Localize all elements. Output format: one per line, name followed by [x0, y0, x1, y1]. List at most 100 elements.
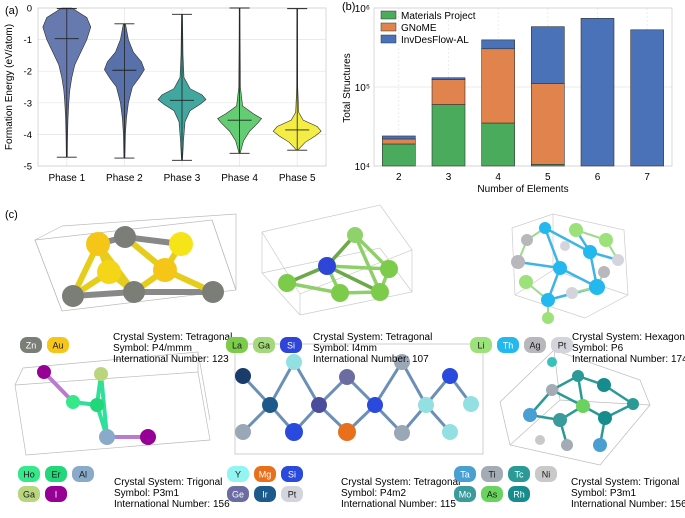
- element-chip-label: Tc: [515, 470, 525, 480]
- element-chip: [454, 486, 476, 502]
- element-chip-label: Y: [235, 470, 241, 480]
- element-chip-label: Li: [477, 341, 484, 351]
- element-chip: [280, 337, 302, 353]
- crystal-system-6: Crystal System: Trigonal: [571, 477, 679, 488]
- bar-segment: [481, 39, 515, 50]
- crystal-structure-6: [499, 349, 651, 466]
- bar-segment: [382, 135, 416, 140]
- violin-y-tick-label: -2: [24, 67, 32, 78]
- element-chip-label: As: [487, 490, 498, 500]
- bar-x-axis-label: Number of Elements: [477, 184, 568, 195]
- element-chip-label: Rh: [513, 490, 525, 500]
- element-chip-label: La: [232, 341, 242, 351]
- bar-segment: [481, 48, 515, 124]
- element-chip-label: Si: [287, 341, 295, 351]
- element-chip: [227, 466, 249, 482]
- panel-c: (c): [5, 204, 685, 510]
- element-chip: [481, 466, 503, 482]
- panel-label-c: (c): [5, 209, 18, 221]
- bar-x-tick-label: 4: [495, 172, 501, 183]
- element-chip: [254, 486, 276, 502]
- bar-x-tick-label: 2: [396, 172, 402, 183]
- panel-a: (a) 0-1-2-3-4-5 Formation Energy (eV/ato…: [4, 4, 327, 184]
- crystal-symbol-3: Symbol: P6: [572, 343, 624, 354]
- crystal-number-2: International Number: 107: [313, 354, 429, 365]
- bar-segment: [431, 104, 466, 167]
- crystal-system-3: Crystal System: Hexagonal: [572, 332, 685, 343]
- element-chip-label: Si: [288, 470, 296, 480]
- bar-segment: [481, 122, 515, 167]
- element-chip-label: Ta: [460, 470, 470, 480]
- crystal-system-1: Crystal System: Tetragonal: [113, 332, 232, 343]
- element-chip: [508, 466, 530, 482]
- legend-swatch: [380, 10, 397, 20]
- violin-y-tick-label: 0: [27, 4, 32, 15]
- element-chip: [551, 337, 573, 353]
- violin-x-tick-label: Phase 5: [279, 173, 316, 184]
- legend-label: Materials Project: [401, 11, 476, 22]
- element-chip-label: Ga: [23, 490, 35, 500]
- element-chip: [470, 337, 492, 353]
- crystal-symbol-6: Symbol: P3m1: [571, 488, 636, 499]
- bar-segment: [580, 18, 615, 167]
- bar-x-tick-label: 5: [545, 172, 551, 183]
- element-chip-label: Mo: [459, 490, 472, 500]
- element-chip-label: Pt: [558, 341, 567, 351]
- bar-series: [382, 18, 664, 167]
- violin-x-tick-label: Phase 3: [164, 173, 201, 184]
- bar-y-tick-label: 10⁵: [355, 83, 370, 94]
- legend-swatch: [380, 34, 397, 44]
- panel-label-a: (a): [5, 5, 18, 17]
- element-chip-label: I: [55, 490, 58, 500]
- crystal-system-5: Crystal System: Tetragonal: [341, 477, 460, 488]
- element-chip-label: Ge: [232, 490, 244, 500]
- violin-x-tick-label: Phase 1: [48, 173, 85, 184]
- legend-label: InvDesFlow-AL: [401, 35, 469, 46]
- element-chip: [18, 466, 40, 482]
- crystal-structure-3: [511, 213, 629, 324]
- element-chip-label: Zn: [26, 341, 37, 351]
- crystal-number-6: International Number: 156: [571, 499, 685, 510]
- crystal-structure-5: [234, 343, 484, 455]
- bar-segment: [431, 77, 466, 80]
- element-chip-label: Ir: [262, 490, 268, 500]
- bar-segment: [382, 138, 416, 145]
- element-chip: [72, 466, 94, 482]
- legend-label: GNoME: [401, 23, 437, 34]
- element-chip-label: Al: [79, 470, 87, 480]
- element-chip-label: Mg: [259, 470, 272, 480]
- element-chip-label: Ni: [542, 470, 551, 480]
- element-chip: [226, 337, 248, 353]
- crystal-structure-1: [34, 213, 237, 312]
- element-chip: [253, 337, 275, 353]
- violin-y-tick-label: -1: [24, 35, 32, 46]
- violin-y-tick-label: -5: [24, 162, 32, 173]
- violin-series: [42, 7, 322, 161]
- element-chip-label: Er: [52, 470, 61, 480]
- violin-y-axis-label: Formation Energy (eV/atom): [4, 24, 15, 150]
- element-chip: [45, 486, 67, 502]
- element-chip: [254, 466, 276, 482]
- element-chip: [481, 486, 503, 502]
- violin-y-tick-label: -3: [24, 98, 32, 109]
- element-chip: [524, 337, 546, 353]
- bar-x-tick-label: 3: [446, 172, 452, 183]
- element-chip: [497, 337, 519, 353]
- legend-swatch: [380, 22, 397, 32]
- element-chip-label: Th: [503, 341, 514, 351]
- element-chip-label: Ti: [488, 470, 495, 480]
- crystal-number-4: International Number: 156: [114, 499, 230, 510]
- violin-y-ticks: 0-1-2-3-4-5: [24, 4, 32, 173]
- bar-plot-frame: [373, 7, 673, 167]
- crystal-number-1: International Number: 123: [113, 354, 229, 365]
- element-chip: [18, 486, 40, 502]
- element-chip: [45, 466, 67, 482]
- violin-x-tick-label: Phase 4: [221, 173, 258, 184]
